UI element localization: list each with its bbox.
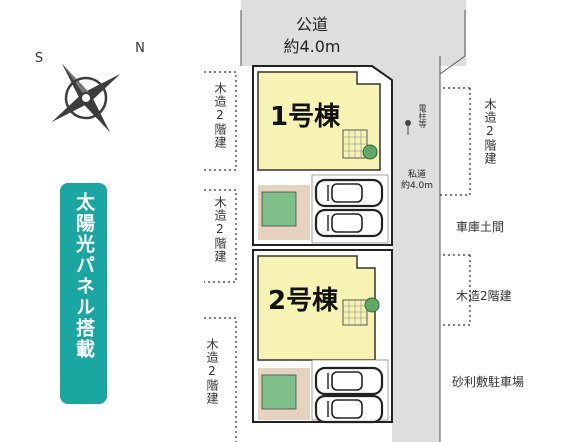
public-road-name: 公道 xyxy=(295,15,328,34)
compass-ring xyxy=(64,76,108,120)
compass-south-letter: S xyxy=(35,51,43,66)
lot-2-garden xyxy=(261,374,297,410)
left-bottom-neighbor-label: 木造2階建 xyxy=(205,338,219,405)
public-road-width: 約4.0m xyxy=(283,37,341,56)
compass-rose: N S xyxy=(35,41,145,133)
parked-car xyxy=(314,394,384,424)
public-road-label: 公道 約4.0m xyxy=(262,14,362,58)
parked-car xyxy=(314,366,384,396)
house-2-shrub xyxy=(364,297,380,313)
compass-north-letter: N xyxy=(135,41,145,56)
house-2-deck-grid xyxy=(343,300,367,325)
right-top-neighbor-label: 木造2階建 xyxy=(483,98,497,165)
left-neighbor-brackets xyxy=(204,71,237,442)
left-top-neighbor-label: 木造2階建 xyxy=(213,82,227,149)
right-middle-neighbor-label: 木造2階建 xyxy=(456,289,512,303)
private-road-width: 約4.0m xyxy=(400,181,434,191)
solar-panel-badge: 太陽光パネル搭載 xyxy=(60,183,107,404)
house-2-footprint xyxy=(257,255,376,361)
private-road-label: 私道 約4.0m xyxy=(392,170,442,192)
private-road xyxy=(392,56,440,442)
car-cabin xyxy=(331,183,363,203)
car-cabin xyxy=(331,213,363,233)
parked-car xyxy=(314,178,384,208)
house-2-label: 2号棟 xyxy=(268,286,339,316)
utility-pole xyxy=(405,120,411,126)
lot-1-garden xyxy=(261,191,297,227)
compass-center xyxy=(80,92,92,104)
parked-car xyxy=(314,208,384,238)
car-cabin xyxy=(331,371,363,391)
car-cabin xyxy=(331,399,363,419)
solar-panel-badge-text: 太陽光パネル搭載 xyxy=(73,192,95,360)
private-road-name: 私道 xyxy=(407,170,426,180)
house-1-footprint xyxy=(257,71,381,171)
right-garage-label: 車庫土間 xyxy=(456,220,505,234)
public-road xyxy=(241,0,466,66)
right-bottom-neighbor-label: 砂利敷駐車場 xyxy=(452,375,525,389)
house-1-label: 1号棟 xyxy=(270,102,341,132)
utility-pole-label: 電柱等 xyxy=(418,104,427,128)
left-middle-neighbor-label: 木造2階建 xyxy=(213,196,227,263)
right-neighbor-brackets xyxy=(440,87,471,326)
house-1-shrub xyxy=(362,144,378,160)
private-road-corner xyxy=(372,56,392,80)
private-road-edge xyxy=(439,55,466,75)
